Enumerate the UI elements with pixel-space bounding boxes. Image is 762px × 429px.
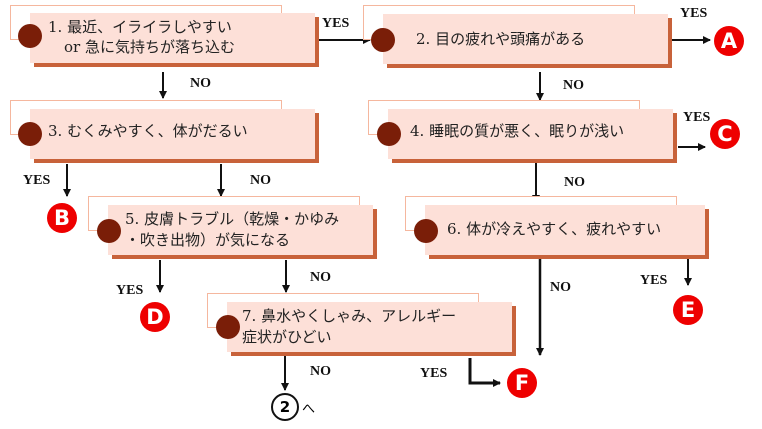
question-7-box[interactable]: 7. 鼻水やくしゃみ、アレルギー 症状がひどい — [227, 302, 512, 352]
result-e-badge[interactable]: E — [673, 295, 703, 325]
result-a-badge[interactable]: A — [714, 26, 744, 56]
q4-no-label: NO — [564, 175, 585, 190]
question-3-box[interactable]: 3. むくみやすく、体がだるい — [30, 109, 315, 159]
question-6-line1: 6. 体が冷えやすく、疲れやすい — [447, 220, 662, 238]
question-4-box[interactable]: 4. 睡眠の質が悪く、眠りが浅い — [388, 109, 673, 159]
arrow-q7-yes — [468, 358, 501, 387]
bullet-icon — [377, 122, 401, 146]
question-7-line2: 症状がひどい — [242, 328, 332, 346]
bullet-icon — [97, 219, 121, 243]
bullet-icon — [18, 122, 42, 146]
question-1-line2: or 急に気持ちが落ち込む — [64, 38, 235, 56]
result-c-badge[interactable]: C — [710, 119, 740, 149]
question-3-line1: 3. むくみやすく、体がだるい — [48, 122, 248, 140]
q7-yes-label: YES — [420, 366, 448, 381]
q1-no-label: NO — [190, 76, 211, 91]
question-1-box[interactable]: 1. 最近、イライラしやすい or 急に気持ちが落ち込む — [30, 13, 315, 63]
q6-no-label: NO — [550, 280, 571, 295]
q6-yes-label: YES — [640, 273, 668, 288]
q3-no-label: NO — [250, 173, 271, 188]
continue-suffix: へ — [302, 402, 316, 417]
q5-yes-label: YES — [116, 283, 144, 298]
result-d-badge[interactable]: D — [140, 302, 170, 332]
question-2-box[interactable]: 2. 目の疲れや頭痛がある — [383, 14, 668, 64]
question-4-line1: 4. 睡眠の質が悪く、眠りが浅い — [410, 122, 625, 140]
question-5-line1: 5. 皮膚トラブル（乾燥・かゆみ — [125, 210, 340, 228]
continue-2-circle[interactable]: 2 — [271, 393, 299, 421]
question-2-line1: 2. 目の疲れや頭痛がある — [416, 30, 586, 48]
bullet-icon — [216, 315, 240, 339]
question-6-box[interactable]: 6. 体が冷えやすく、疲れやすい — [425, 205, 705, 255]
question-7-line1: 7. 鼻水やくしゃみ、アレルギー — [242, 307, 457, 325]
question-1-line1: 1. 最近、イライラしやすい — [48, 18, 232, 36]
q2-yes-label: YES — [680, 6, 708, 21]
q7-no-label: NO — [310, 364, 331, 379]
q4-yes-label: YES — [683, 110, 711, 125]
bullet-icon — [371, 28, 395, 52]
q1-yes-label: YES — [322, 16, 350, 31]
result-b-badge[interactable]: B — [47, 203, 77, 233]
q2-no-label: NO — [563, 78, 584, 93]
q3-yes-label: YES — [23, 173, 51, 188]
q5-no-label: NO — [310, 270, 331, 285]
question-5-box[interactable]: 5. 皮膚トラブル（乾燥・かゆみ ・吹き出物）が気になる — [108, 205, 373, 255]
bullet-icon — [18, 24, 42, 48]
bullet-icon — [414, 219, 438, 243]
question-5-line2: ・吹き出物）が気になる — [125, 231, 291, 249]
result-f-badge[interactable]: F — [507, 368, 537, 398]
